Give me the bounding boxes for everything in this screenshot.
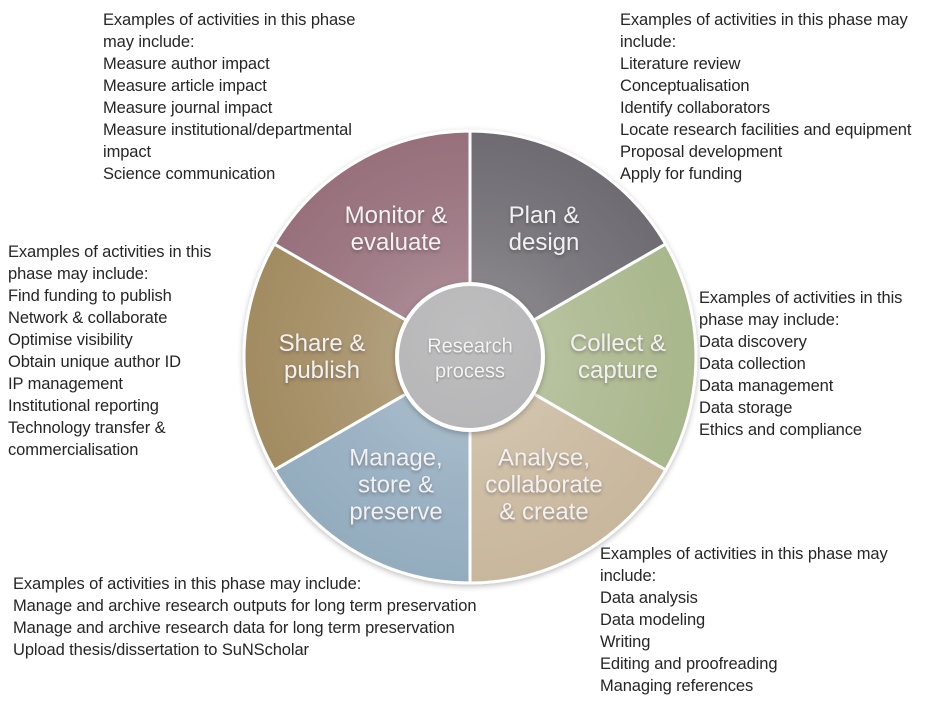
- segment-label-manage-store-preserve: Manage,store &preserve: [349, 445, 442, 526]
- segment-label-plan-design: Plan &design: [509, 202, 580, 256]
- segment-collect-capture: [468, 242, 698, 472]
- segment-label-share-publish: Share &publish: [279, 330, 366, 384]
- wheel-center-circle: [395, 282, 545, 432]
- activities-plan-design: Examples of activities in this phase may…: [620, 11, 912, 183]
- activities-manage-store-preserve: Examples of activities in this phase may…: [13, 575, 477, 659]
- segment-share-publish: [242, 242, 472, 472]
- activities-share-publish: Examples of activities in this phase may…: [8, 243, 212, 459]
- segment-label-analyse-collaborate-create: Analyse,collaborate& create: [485, 445, 602, 526]
- segment-label-collect-capture: Collect &capture: [570, 330, 666, 384]
- activities-collect-capture: Examples of activities in this phase may…: [699, 289, 903, 439]
- activities-monitor-evaluate: Examples of activities in this phase may…: [103, 11, 356, 183]
- segment-label-monitor-evaluate: Monitor &evaluate: [345, 202, 448, 256]
- activities-analyse-collaborate-create: Examples of activities in this phase may…: [600, 545, 888, 695]
